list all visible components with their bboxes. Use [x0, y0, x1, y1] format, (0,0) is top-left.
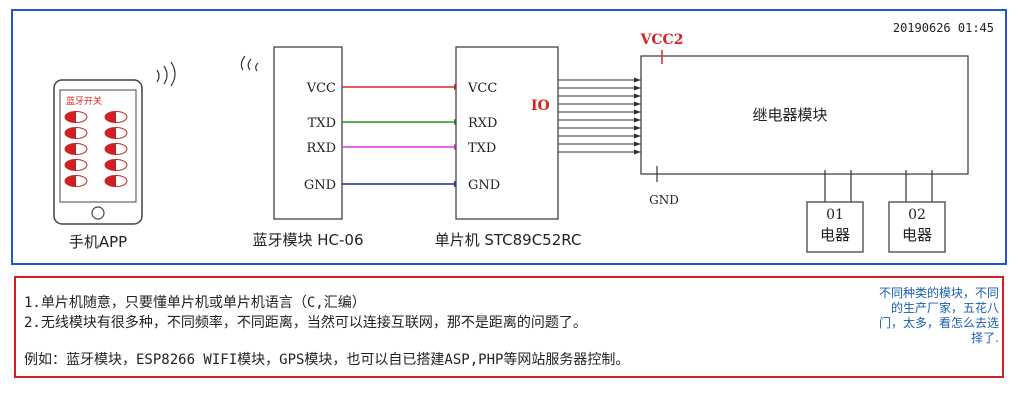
arrow-icon — [634, 109, 641, 115]
signal-wave-icon — [247, 58, 252, 71]
bt-pin-gnd: GND — [304, 178, 336, 193]
signal-wave-icon — [170, 61, 176, 87]
relay-title: 继电器模块 — [752, 106, 827, 124]
phone-screen-title: 蓝牙开关 — [66, 95, 102, 107]
mcu-module — [455, 46, 559, 220]
timestamp: 20190626 01:45 — [893, 21, 994, 35]
mcu-pin-txd: TXD — [468, 141, 496, 156]
mcu-caption: 单片机 STC89C52RC — [435, 231, 582, 249]
diagram-frame — [11, 9, 1007, 265]
side-note: 不同种类的模块，不同的生产厂家，五花八门，太多，看怎么去选择了. — [878, 286, 999, 345]
signal-wave-icon — [156, 69, 160, 83]
toggle-switch-icon — [64, 143, 88, 155]
bluetooth-caption: 蓝牙模块 HC-06 — [252, 231, 363, 249]
note-line-3: 例如：蓝牙模块，ESP8266 WIFI模块，GPS模块，也可以自已搭建ASP,… — [24, 352, 630, 368]
bluetooth-module — [273, 46, 343, 220]
signal-wave-icon — [255, 62, 259, 72]
toggle-switch-icon — [64, 127, 88, 139]
mcu-pin-vcc: VCC — [467, 81, 497, 96]
appliance-2-number: 02 — [908, 207, 926, 223]
arrow-icon — [634, 85, 641, 91]
relay-module — [640, 55, 969, 175]
bluetooth-toggle-grid — [64, 111, 128, 187]
toggle-switch-icon — [104, 111, 128, 123]
toggle-switch-icon — [104, 159, 128, 171]
phone: 蓝牙开关 — [53, 61, 176, 225]
phone-home-button — [91, 206, 105, 220]
relay-gnd-label: GND — [649, 193, 679, 207]
arrow-icon — [634, 141, 641, 147]
toggle-switch-icon — [104, 127, 128, 139]
appliance-2-name: 电器 — [902, 226, 932, 244]
toggle-switch-icon — [64, 111, 88, 123]
appliance-1 — [806, 201, 864, 253]
note-line-2: 2.无线模块有很多种，不同频率，不同距离，当然可以连接互联网，那不是距离的问题了… — [24, 315, 587, 331]
arrow-icon — [634, 149, 641, 155]
notes-box: 1.单片机随意，只要懂单片机或单片机语言（C,汇编） 2.无线模块有很多种，不同… — [14, 276, 1004, 378]
mcu-pin-rxd: RXD — [468, 116, 497, 131]
arrow-icon — [634, 117, 641, 123]
bt-pin-vcc: VCC — [306, 81, 336, 96]
arrow-icon — [634, 101, 641, 107]
bt-pin-rxd: RXD — [307, 141, 336, 156]
appliance-1-number: 01 — [826, 207, 844, 223]
phone-caption: 手机APP — [69, 233, 127, 251]
note-line-1: 1.单片机随意，只要懂单片机或单片机语言（C,汇编） — [24, 295, 366, 311]
arrow-icon — [634, 77, 641, 83]
toggle-switch-icon — [64, 175, 88, 187]
relay-vcc2-label: VCC2 — [640, 32, 684, 48]
mcu-io-label: IO — [531, 98, 550, 114]
toggle-switch-icon — [64, 159, 88, 171]
arrow-icon — [634, 125, 641, 131]
bt-pin-txd: TXD — [308, 116, 336, 131]
signal-wave-icon — [163, 65, 168, 85]
appliance-2 — [888, 201, 946, 253]
io-bus — [558, 77, 641, 155]
arrow-icon — [634, 93, 641, 99]
mcu-pin-gnd: GND — [468, 178, 500, 193]
appliance-1-name: 电器 — [820, 226, 850, 244]
toggle-switch-icon — [104, 175, 128, 187]
arrow-icon — [634, 133, 641, 139]
toggle-switch-icon — [104, 143, 128, 155]
signal-wave-icon — [240, 55, 246, 71]
